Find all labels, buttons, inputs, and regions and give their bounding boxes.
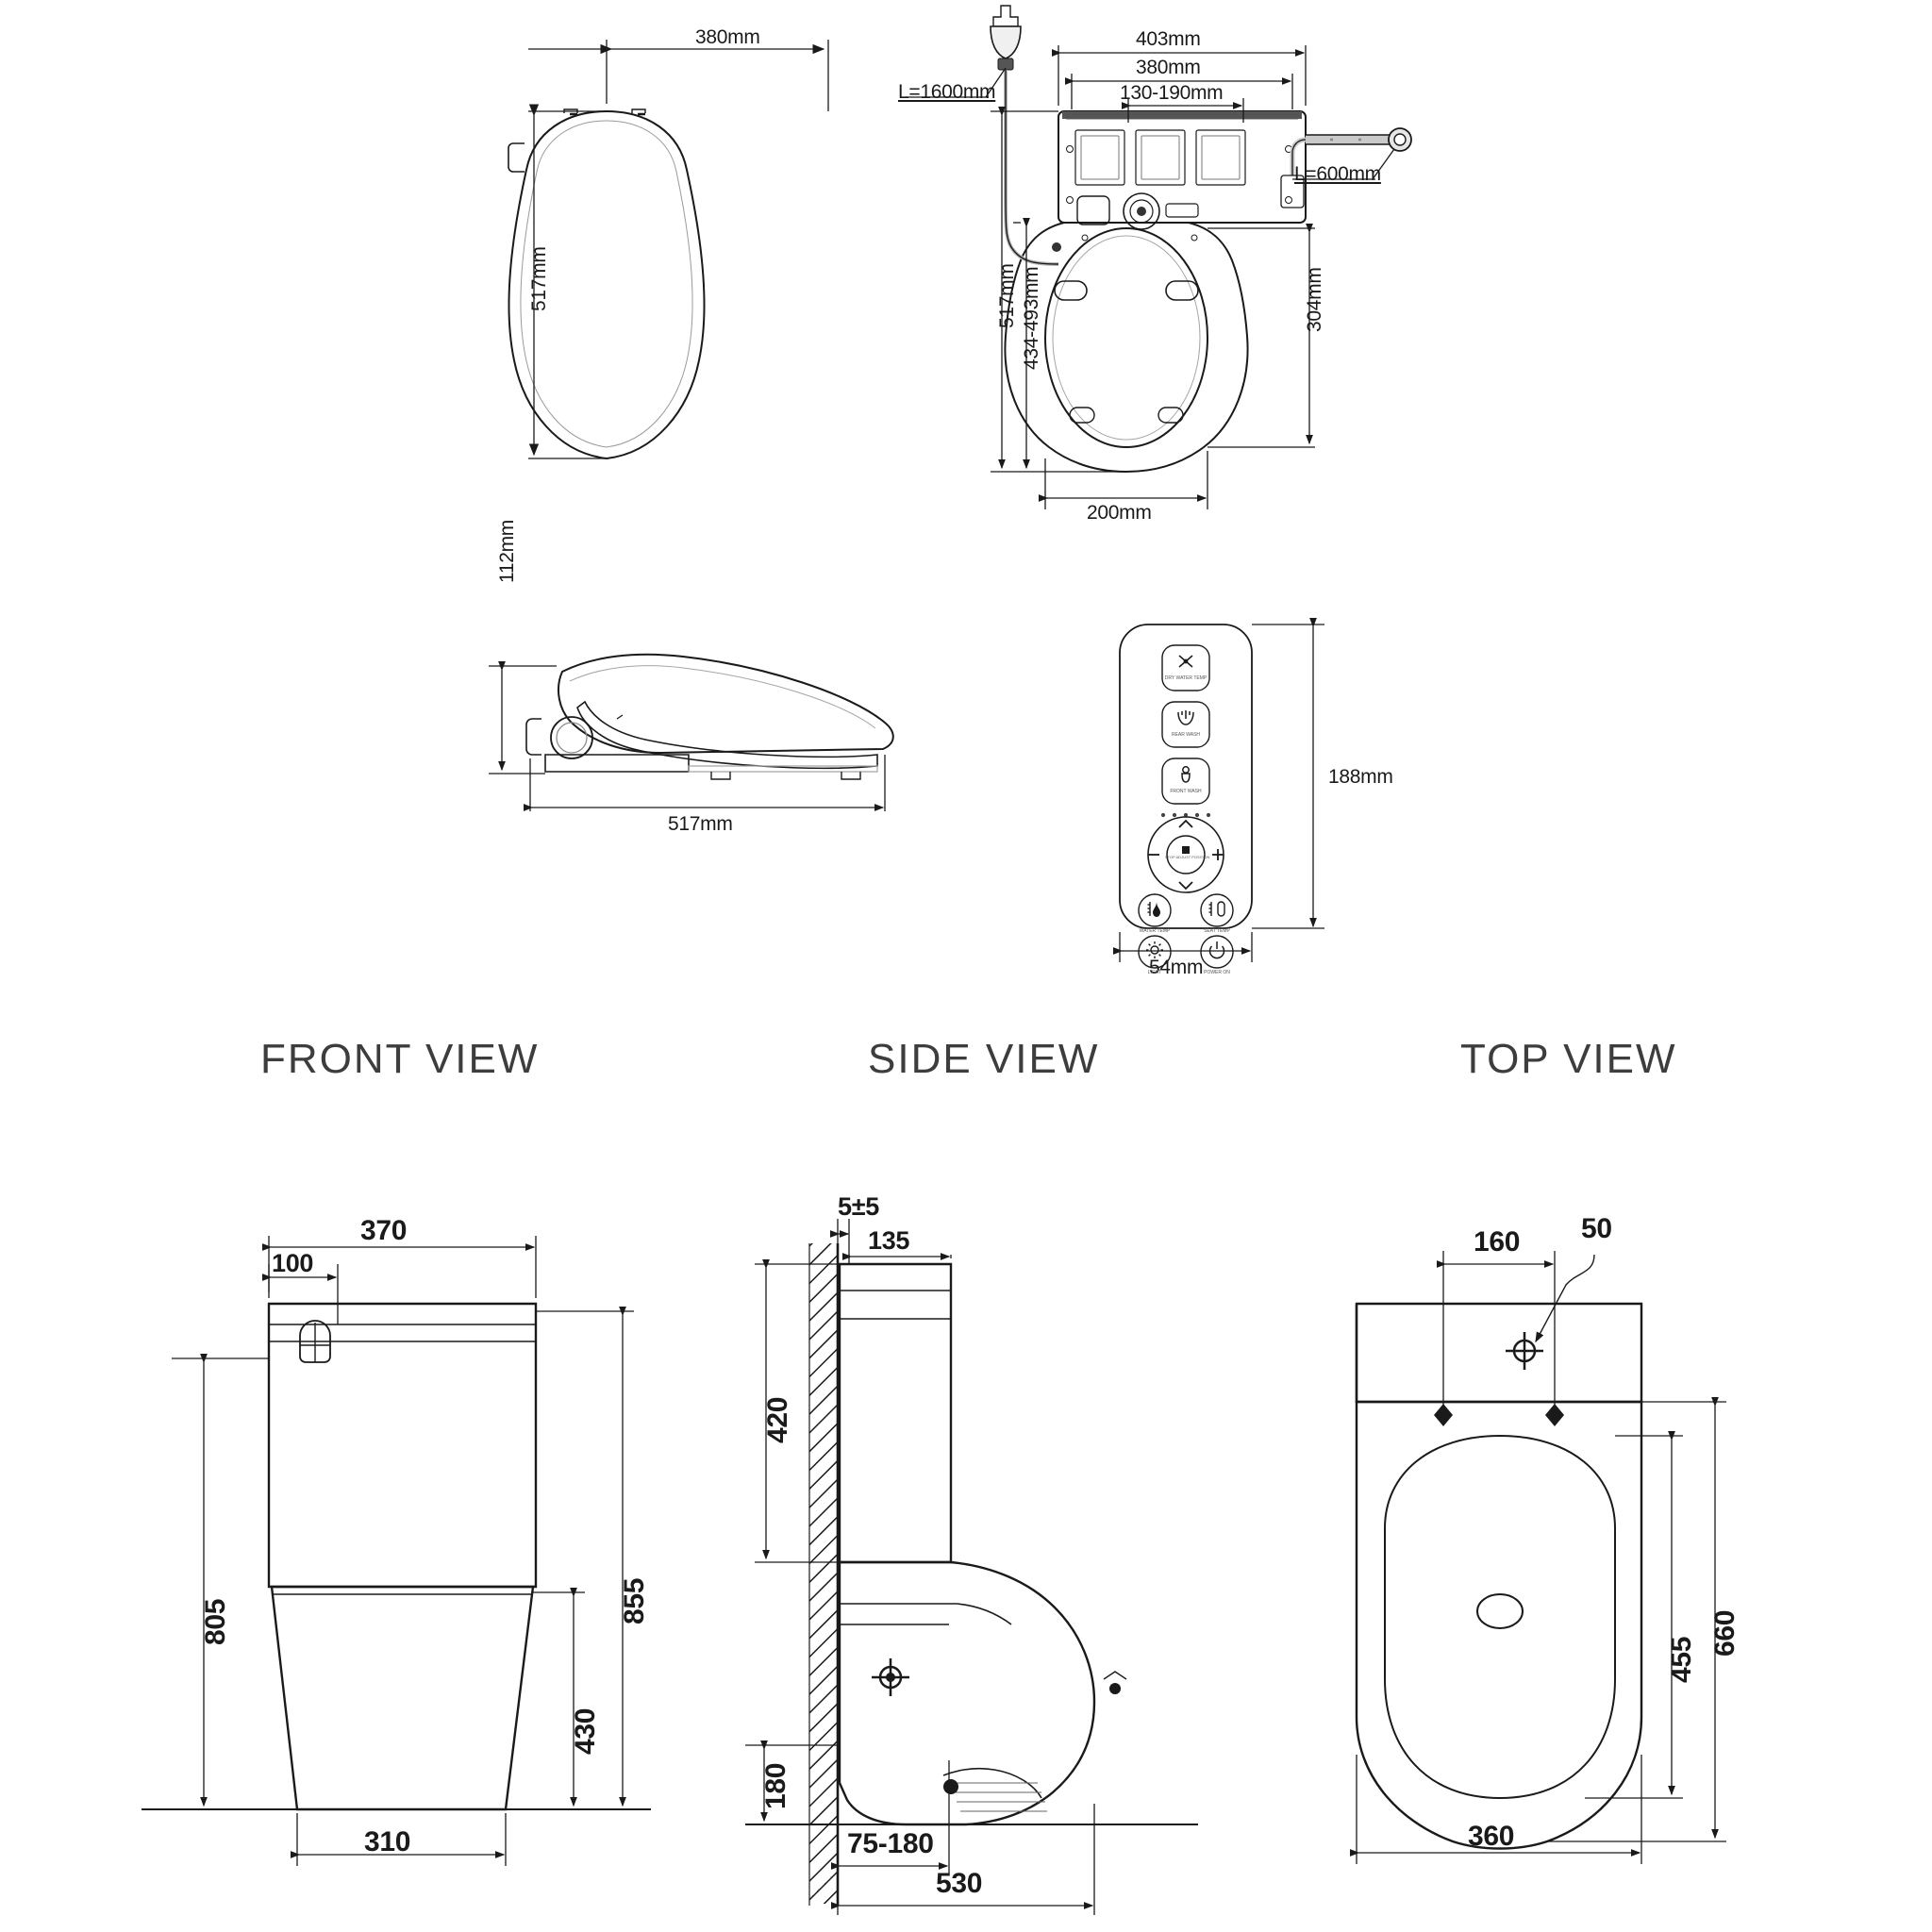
dim-seat-width: 380mm [1136, 57, 1201, 78]
front-view-dimensions [142, 1236, 651, 1866]
dim-top-bolt-spacing: 160 [1474, 1226, 1521, 1257]
label-water-hose: L=600mm [1294, 163, 1381, 185]
seat-internals-dimensions [991, 45, 1315, 509]
dim-side-tank-depth: 135 [868, 1226, 910, 1255]
dim-top-outlet-dia: 50 [1581, 1213, 1612, 1244]
dim-front-seat-height: 805 [200, 1598, 231, 1645]
remote-button-label-water-temp: WATER TEMP [1139, 928, 1171, 934]
dim-side-outlet-height: 180 [760, 1762, 791, 1809]
remote-button-label-light: LIGHT [1147, 970, 1162, 975]
front-view-geometry [267, 1302, 538, 1811]
water-hose-geometry [1280, 127, 1412, 208]
dim-side-wall-gap: 5±5 [838, 1192, 879, 1221]
dim-front-total-height: 855 [619, 1577, 650, 1624]
seat-internals-geometry [906, 5, 1412, 474]
side-view-geometry [745, 1243, 1198, 1906]
top-view-title: TOP VIEW [1460, 1036, 1677, 1082]
dim-bowl-opening-width: 200mm [1087, 502, 1152, 524]
power-cord-geometry [906, 5, 1059, 266]
dim-mount-holes: 130-190mm [1120, 82, 1224, 104]
side-view-title: SIDE VIEW [868, 1036, 1100, 1082]
seat-side-elevation-geometry [525, 653, 894, 780]
remote-dimensions [1112, 617, 1324, 962]
dim-bowl-opening-length: 304mm [1304, 267, 1325, 332]
remote-button-label-dry: DRY WATER TEMP [1164, 675, 1208, 681]
dim-remote-width: 54mm [1149, 957, 1204, 978]
dim-seat-top-width: 380mm [695, 26, 760, 48]
dim-side-total-depth: 530 [936, 1868, 983, 1899]
dim-top-bowl-length: 455 [1666, 1636, 1697, 1683]
dim-seat-total-length: 517mm [996, 263, 1018, 328]
dim-side-outlet-range: 75-180 [847, 1828, 934, 1859]
side-view-dimensions [745, 1219, 1095, 1915]
dim-front-button-offset: 100 [272, 1249, 314, 1277]
remote-button-label-seat-temp: SEAT TEMP [1204, 928, 1230, 934]
dim-top-total-length: 660 [1709, 1609, 1740, 1657]
dim-front-tank-width: 370 [360, 1215, 408, 1246]
dim-top-bowl-width: 360 [1468, 1821, 1515, 1852]
label-power-cord: L=1600mm [898, 81, 996, 103]
dim-seat-side-length: 517mm [668, 813, 733, 835]
seat-side-dimensions [489, 660, 886, 811]
dim-seat-side-height: 112mm [496, 520, 518, 583]
remote-button-label-stop: STOP ADJUST POSITION [1165, 855, 1210, 859]
dim-front-base-width: 310 [364, 1826, 411, 1857]
dim-remote-height: 188mm [1328, 766, 1393, 788]
remote-button-label-power: POWER ON [1204, 970, 1230, 975]
seat-top-plan-dimensions [528, 40, 829, 459]
top-view-dimensions [1349, 1251, 1726, 1864]
top-view-geometry [1355, 1302, 1643, 1850]
dim-seat-adj-length: 434-493mm [1021, 266, 1042, 370]
dim-side-tank-height: 420 [762, 1396, 793, 1443]
front-view-title: FRONT VIEW [260, 1036, 540, 1082]
dim-front-bowl-height: 430 [570, 1707, 601, 1755]
remote-control-geometry [1119, 624, 1253, 969]
remote-button-label-rear-wash: REAR WASH [1171, 732, 1201, 738]
dim-seat-top-length: 517mm [528, 246, 550, 311]
remote-button-label-front-wash: FRONT WASH [1170, 789, 1202, 794]
dim-seat-outer-width: 403mm [1136, 28, 1201, 50]
